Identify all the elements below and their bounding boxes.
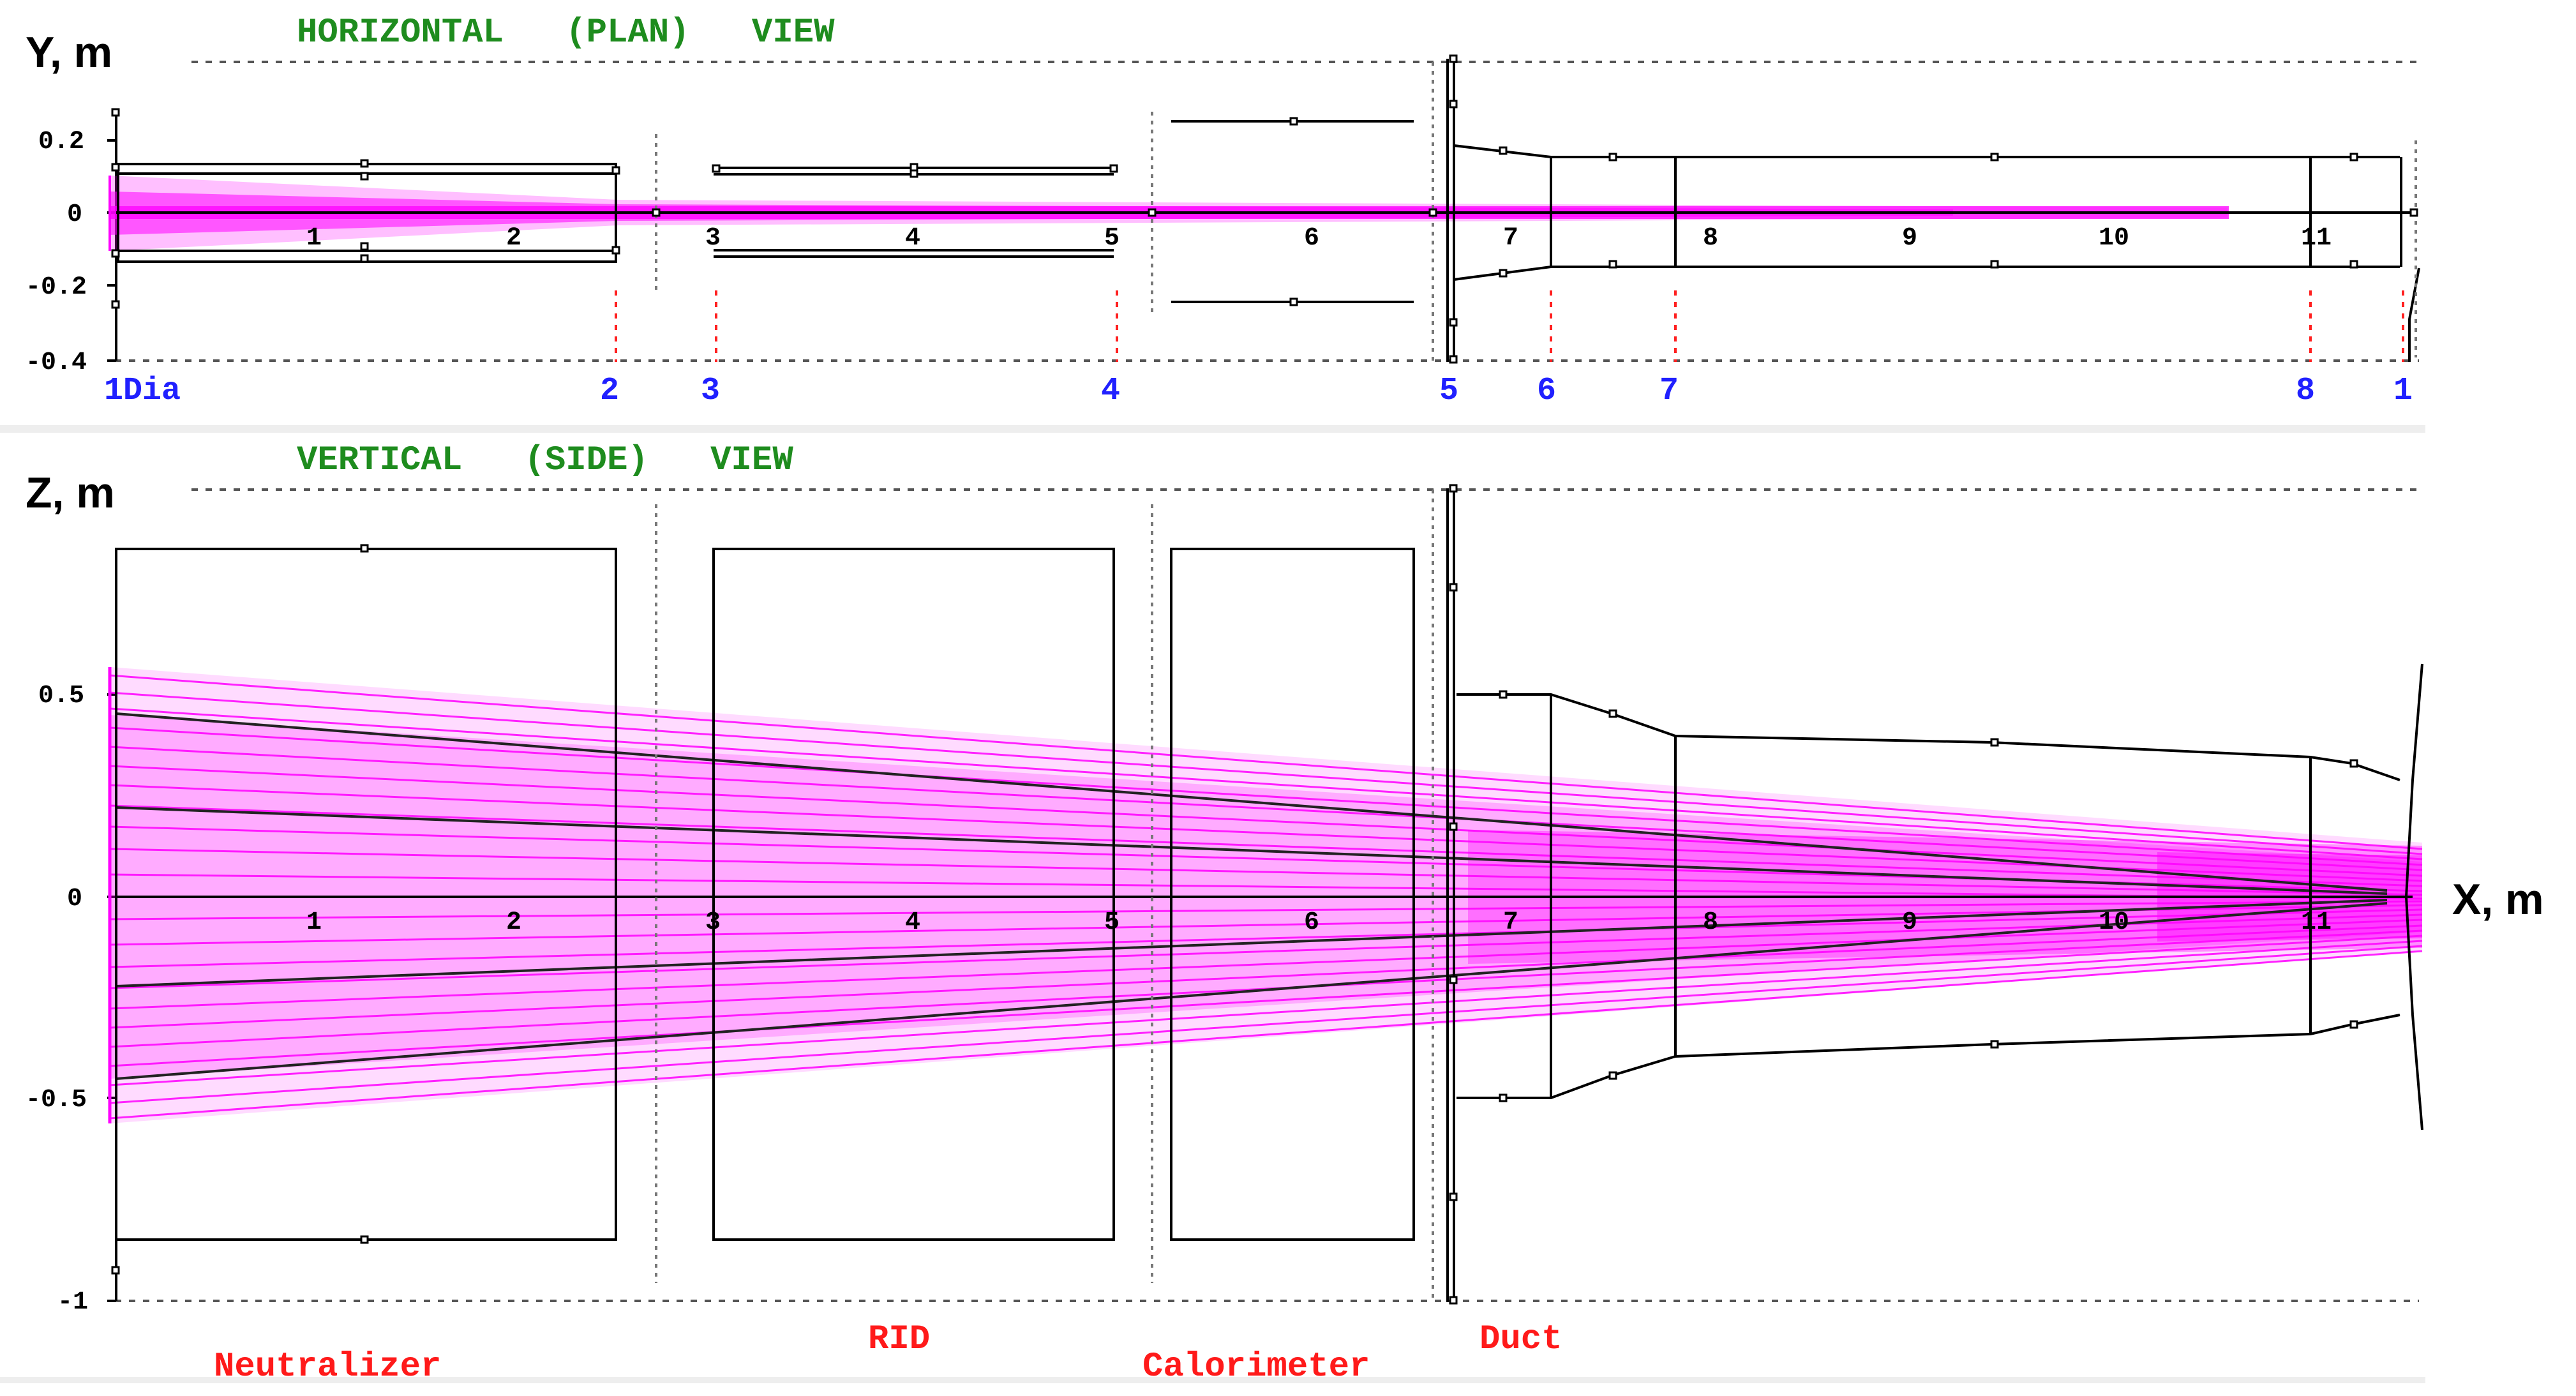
side-view-title: VERTICAL (SIDE) VIEW (297, 441, 793, 480)
marker-label: 1 (2393, 373, 2413, 409)
plan-x-tick: 6 (1304, 224, 1319, 253)
marker-label: 1Dia (104, 373, 181, 409)
side-x-tick: 8 (1703, 908, 1718, 937)
plan-x-tick: 2 (506, 224, 521, 253)
plan-nodes (111, 54, 2418, 364)
marker-label: 6 (1537, 373, 1556, 409)
side-x-tick: 2 (506, 908, 521, 937)
plan-y-tick: 0 (67, 200, 82, 229)
side-beam (108, 667, 2423, 1123)
plan-y-tick: -0.4 (26, 349, 87, 377)
side-x-tick: 3 (705, 908, 721, 937)
rid-box (712, 548, 1115, 1241)
plan-x-tick: 11 (2301, 224, 2332, 253)
bottom-separator (0, 1377, 2425, 1383)
side-dividers (655, 490, 1434, 1302)
side-duct (1446, 488, 2423, 1302)
side-x-tick: 11 (2301, 908, 2332, 937)
side-x-tick: 10 (2099, 908, 2129, 937)
plan-x-tick: 5 (1104, 224, 1120, 253)
side-x-tick: 5 (1104, 908, 1120, 937)
plan-y-tick: 0.2 (38, 128, 84, 156)
plan-x-ticks: 1 2 3 4 5 6 7 8 9 10 11 (306, 224, 2332, 253)
plan-markers: 1Dia 2 3 4 5 6 7 8 1 (104, 373, 2413, 409)
plan-x-tick: 4 (905, 224, 920, 253)
side-nodes (111, 484, 2358, 1305)
plan-x-tick: 7 (1503, 224, 1518, 253)
side-x-tick: 6 (1304, 908, 1319, 937)
side-x-axis-label: X, m (2452, 875, 2544, 924)
plan-view-title: HORIZONTAL (PLAN) VIEW (297, 13, 835, 52)
calorimeter-box (1170, 548, 1415, 1241)
side-beamlets (116, 712, 2388, 1080)
side-z-tick: 0 (67, 885, 82, 913)
side-z-tick: -1 (57, 1288, 88, 1317)
plan-y-tick: -0.2 (26, 273, 87, 302)
side-x-tick: 1 (306, 908, 322, 937)
side-view: VERTICAL (SIDE) VIEW Z, m 0.5 0 -0.5 -1 (26, 441, 2544, 1386)
side-x-tick: 7 (1503, 908, 1518, 937)
side-z-tick: 0.5 (38, 682, 84, 710)
marker-label: 2 (600, 373, 619, 409)
marker-label: 5 (1439, 373, 1458, 409)
rid-label: RID (868, 1320, 930, 1359)
marker-label: 4 (1101, 373, 1120, 409)
plan-x-tick: 8 (1703, 224, 1718, 253)
plan-x-tick: 10 (2099, 224, 2129, 253)
side-z-axis-label: Z, m (26, 469, 115, 517)
plan-view: HORIZONTAL (PLAN) VIEW Y, m 0.2 0 -0.2 -… (26, 13, 2420, 409)
plan-marker-lines (615, 290, 2404, 362)
marker-label: 8 (2296, 373, 2315, 409)
plan-y-axis-label: Y, m (26, 28, 112, 77)
neutralizer-label: Neutralizer (214, 1347, 441, 1386)
side-x-tick: 9 (1902, 908, 1917, 937)
side-z-tick: -0.5 (26, 1086, 87, 1115)
side-x-ticks: 1 2 3 4 5 6 7 8 9 10 11 (306, 908, 2332, 937)
view-separator (0, 425, 2425, 433)
component-labels: Neutralizer RID Calorimeter Duct (214, 1320, 1562, 1386)
plan-x-tick: 3 (705, 224, 721, 253)
plan-x-tick: 1 (306, 224, 322, 253)
duct-label: Duct (1479, 1320, 1562, 1359)
marker-label: 3 (701, 373, 720, 409)
calorimeter-label: Calorimeter (1142, 1347, 1370, 1386)
side-x-tick: 4 (905, 908, 920, 937)
marker-label: 7 (1659, 373, 1679, 409)
plan-x-tick: 9 (1902, 224, 1917, 253)
